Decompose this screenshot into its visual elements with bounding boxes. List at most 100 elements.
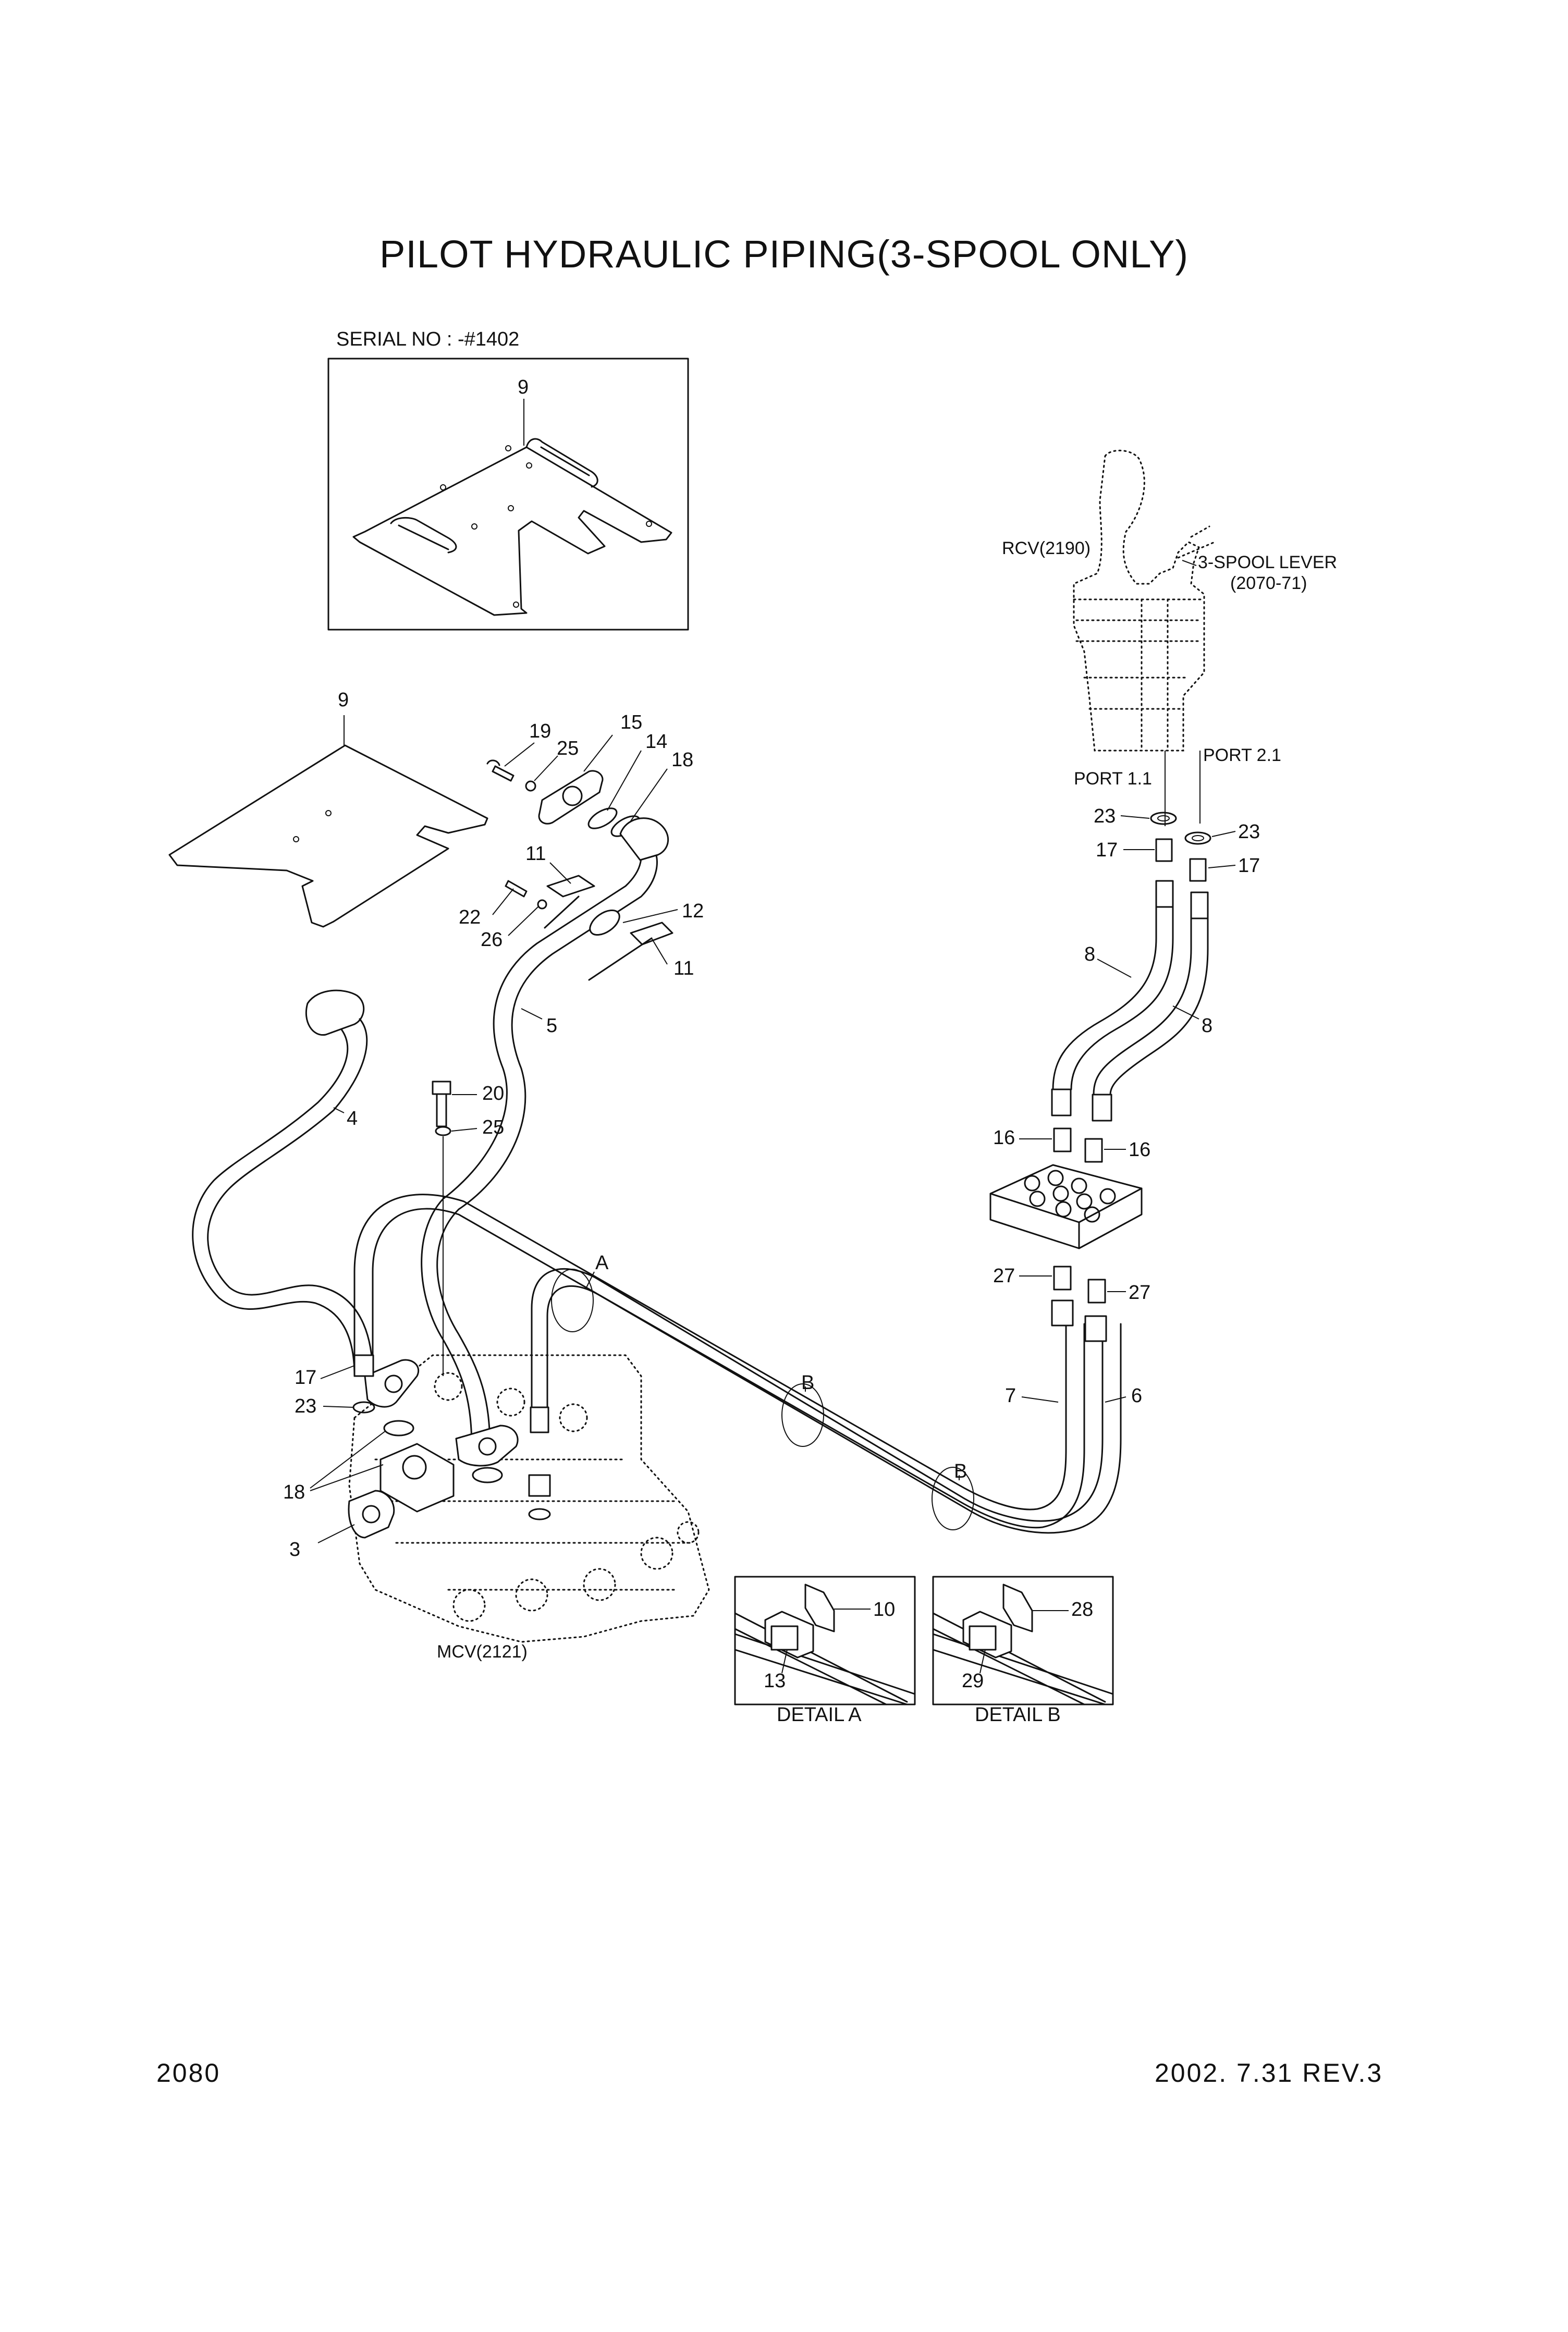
leader-6 [1105,1396,1126,1403]
leader-17-left [320,1365,355,1379]
o-ring-18-a [383,1420,414,1437]
leader-8-left [1097,959,1132,978]
floor-plate-9 [168,744,488,928]
part-num-17-rcv-left: 17 [1096,839,1118,861]
fitting-17-rcv-left [1155,838,1173,862]
fitting-17-rcv-right [1189,858,1207,882]
part-num-23-rcv-left: 23 [1094,805,1116,827]
part-num-27-right: 27 [1129,1282,1150,1304]
leader-18-top [630,768,668,821]
leader-18-a [310,1430,386,1489]
detail-b-caption: DETAIL B [975,1704,1061,1726]
o-ring-23-rcv-right [1184,831,1211,845]
hose-end-6 [1084,1315,1107,1342]
leader-12 [622,909,678,923]
leader-8-right [1172,1005,1199,1020]
part-num-19: 19 [529,720,551,742]
part-num-8-right: 8 [1202,1015,1212,1037]
part-num-23-left: 23 [295,1395,316,1417]
spool-lever-code: (2070-71) [1230,573,1307,593]
detail-a-marker: A [595,1252,609,1274]
detail-b-marker-circle-1 [781,1383,824,1447]
pilot-lines-6-7 [353,1194,1122,1534]
rcv-label: RCV(2190) [1002,538,1091,558]
pipe-5 [421,817,669,1450]
leader-13 [781,1649,788,1674]
fitting-16-left [1053,1127,1072,1152]
serial-number-note: SERIAL NO : -#1402 [336,328,519,350]
leader-14 [607,750,642,811]
washer-26 [537,899,547,910]
part-num-16-right: 16 [1129,1139,1150,1161]
rcv-assembly [1073,449,1216,752]
mcv-flange-pipe5 [455,1425,519,1467]
leader-11-lower [651,938,668,965]
part-num-14: 14 [645,731,667,753]
detail-a-drawing [734,1584,916,1705]
leader-17-rcv-right [1208,865,1236,868]
port-1-label: PORT 1.1 [1074,769,1152,789]
fitting-27-left [1053,1266,1072,1291]
flange-group [486,759,641,837]
leader-7 [1021,1396,1059,1403]
detail-a-frame [734,1576,916,1705]
part-num-20: 20 [482,1083,504,1104]
clamp-11-upper [544,875,595,929]
part-num-8-left: 8 [1084,943,1095,965]
part-num-25: 25 [482,1116,504,1138]
detail-a-caption: DETAIL A [777,1704,862,1726]
leader-26 [508,906,538,936]
inset-floor-plate [352,438,672,616]
leader-11-upper [549,862,571,884]
hoses-8 [1051,880,1209,1122]
leader-spool-lever [1182,560,1197,566]
part-num-10: 10 [873,1599,895,1621]
detail-b-marker-circle-2 [932,1467,974,1530]
leader-18-b [310,1464,384,1491]
leader-a [586,1271,595,1288]
part-num-15: 15 [620,711,642,733]
spool-lever-label: 3-SPOOL LEVER [1198,553,1337,572]
o-ring-18-b [472,1467,503,1483]
detail-a-marker-circle [551,1269,594,1332]
part-num-9: 9 [338,689,349,711]
part-num-12: 12 [682,900,704,922]
part-num-23-rcv-right: 23 [1238,821,1260,843]
leader-23-rcv-right [1211,831,1236,837]
leader-3 [317,1524,355,1543]
part-num-22: 22 [459,906,481,928]
leader-23-left [323,1406,354,1408]
leader-29 [979,1649,986,1674]
part-num-11-lower: 11 [673,958,694,979]
fitting-16-right [1084,1138,1103,1163]
bolt-20 [432,1081,451,1127]
mcv-label: MCV(2121) [437,1642,528,1662]
part-num-16-left: 16 [993,1127,1015,1149]
part-num-18-left: 18 [283,1481,305,1503]
leader-15 [583,734,613,772]
detail-b-marker-1: B [801,1372,814,1394]
leader-19 [504,742,535,767]
part-num-4: 4 [347,1108,358,1130]
manifold-block [989,1164,1143,1249]
port-2-label: PORT 2.1 [1203,745,1281,765]
fitting-27-right [1087,1279,1106,1304]
pipe-4 [192,989,374,1377]
part-num-17-left: 17 [295,1367,316,1389]
hose-end-7 [1051,1299,1074,1327]
part-num-11-upper: 11 [525,843,546,865]
leader-23-rcv-left [1120,815,1150,819]
mcv-fitting-right [528,1406,551,1520]
part-num-18-top: 18 [671,749,693,771]
part-num-27-left: 27 [993,1265,1015,1287]
part-num-3: 3 [289,1539,300,1561]
mcv-flange-pipe4 [364,1359,420,1408]
page-title: PILOT HYDRAULIC PIPING(3-SPOOL ONLY) [379,232,1189,276]
serial-inset-frame [327,358,689,631]
part-num-25-top: 25 [557,738,579,759]
part-num-29: 29 [962,1670,984,1692]
leader-25-top [534,755,558,781]
detail-b-marker-2: B [954,1460,967,1482]
detail-b-frame [932,1576,1114,1705]
